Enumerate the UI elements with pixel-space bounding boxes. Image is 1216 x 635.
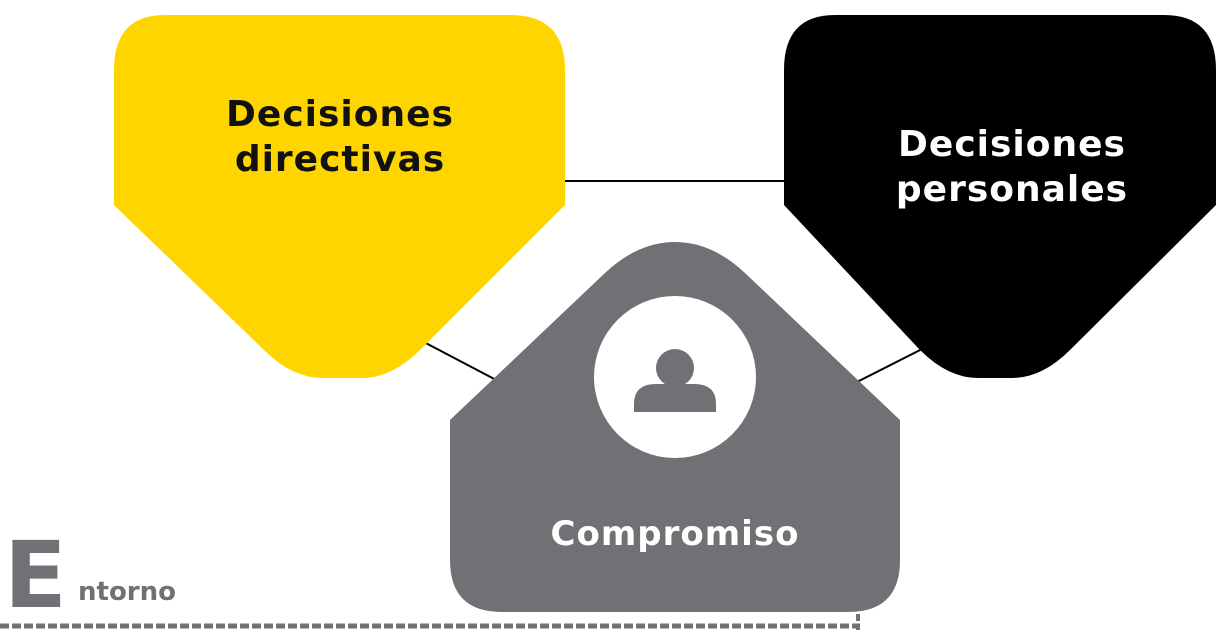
decisiones-directivas-shape <box>114 15 565 378</box>
connector-left-center <box>419 339 501 383</box>
decisiones-directivas-label: Decisiones directivas <box>165 92 515 182</box>
decisiones-personales-line-2: personales <box>895 169 1129 210</box>
compromiso-label: Compromiso <box>550 514 800 554</box>
connector-right-center <box>854 344 931 384</box>
entorno-initial: E <box>4 522 67 629</box>
decisiones-personales-line-1: Decisiones <box>898 124 1126 165</box>
decisiones-personales-label: Decisiones personales <box>832 122 1192 212</box>
entorno-label: ntorno <box>78 577 176 607</box>
decisiones-personales-shape <box>784 15 1216 378</box>
decisiones-directivas-line-1: Decisiones <box>226 94 454 135</box>
user-icon <box>594 296 756 458</box>
decisiones-directivas-line-2: directivas <box>234 139 446 180</box>
